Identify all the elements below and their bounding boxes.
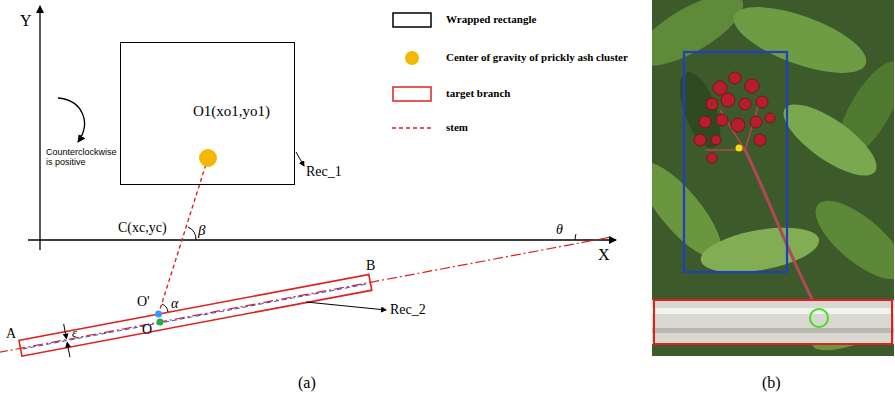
angle-label: β [198, 222, 205, 239]
rotation-note: Counterclockwise is positive [46, 148, 118, 168]
dimension-label: ε [72, 326, 77, 340]
angle-label: α [171, 296, 178, 311]
part-name: Rec_1 [306, 164, 342, 179]
legend-text: Wrapped rectangle [446, 13, 536, 25]
legend-text: target branch [446, 87, 510, 99]
legend-sample [390, 84, 434, 104]
angle-label: θ [556, 222, 563, 237]
legend-text: Center of gravity of prickly ash cluster [446, 51, 628, 63]
legend-sample [390, 10, 434, 30]
point-label: C(xc,yc) [118, 220, 167, 235]
legend-sample [390, 118, 434, 138]
point-label: B [366, 258, 375, 273]
point-label: O1(xo1,yo1) [193, 103, 270, 120]
panel-label: (b) [762, 374, 781, 392]
legend-text: stem [446, 121, 468, 133]
axis-name: Y [20, 12, 32, 30]
wrapped-rectangle: O1(xo1,yo1) [120, 42, 295, 185]
panel-label: (a) [298, 374, 316, 392]
part-name: Rec_2 [390, 302, 426, 317]
point-label: O [142, 322, 152, 337]
point-label: A [6, 326, 16, 341]
point-label: O' [137, 294, 150, 309]
legend-swatch [405, 51, 419, 65]
axis-name: X [598, 246, 610, 264]
